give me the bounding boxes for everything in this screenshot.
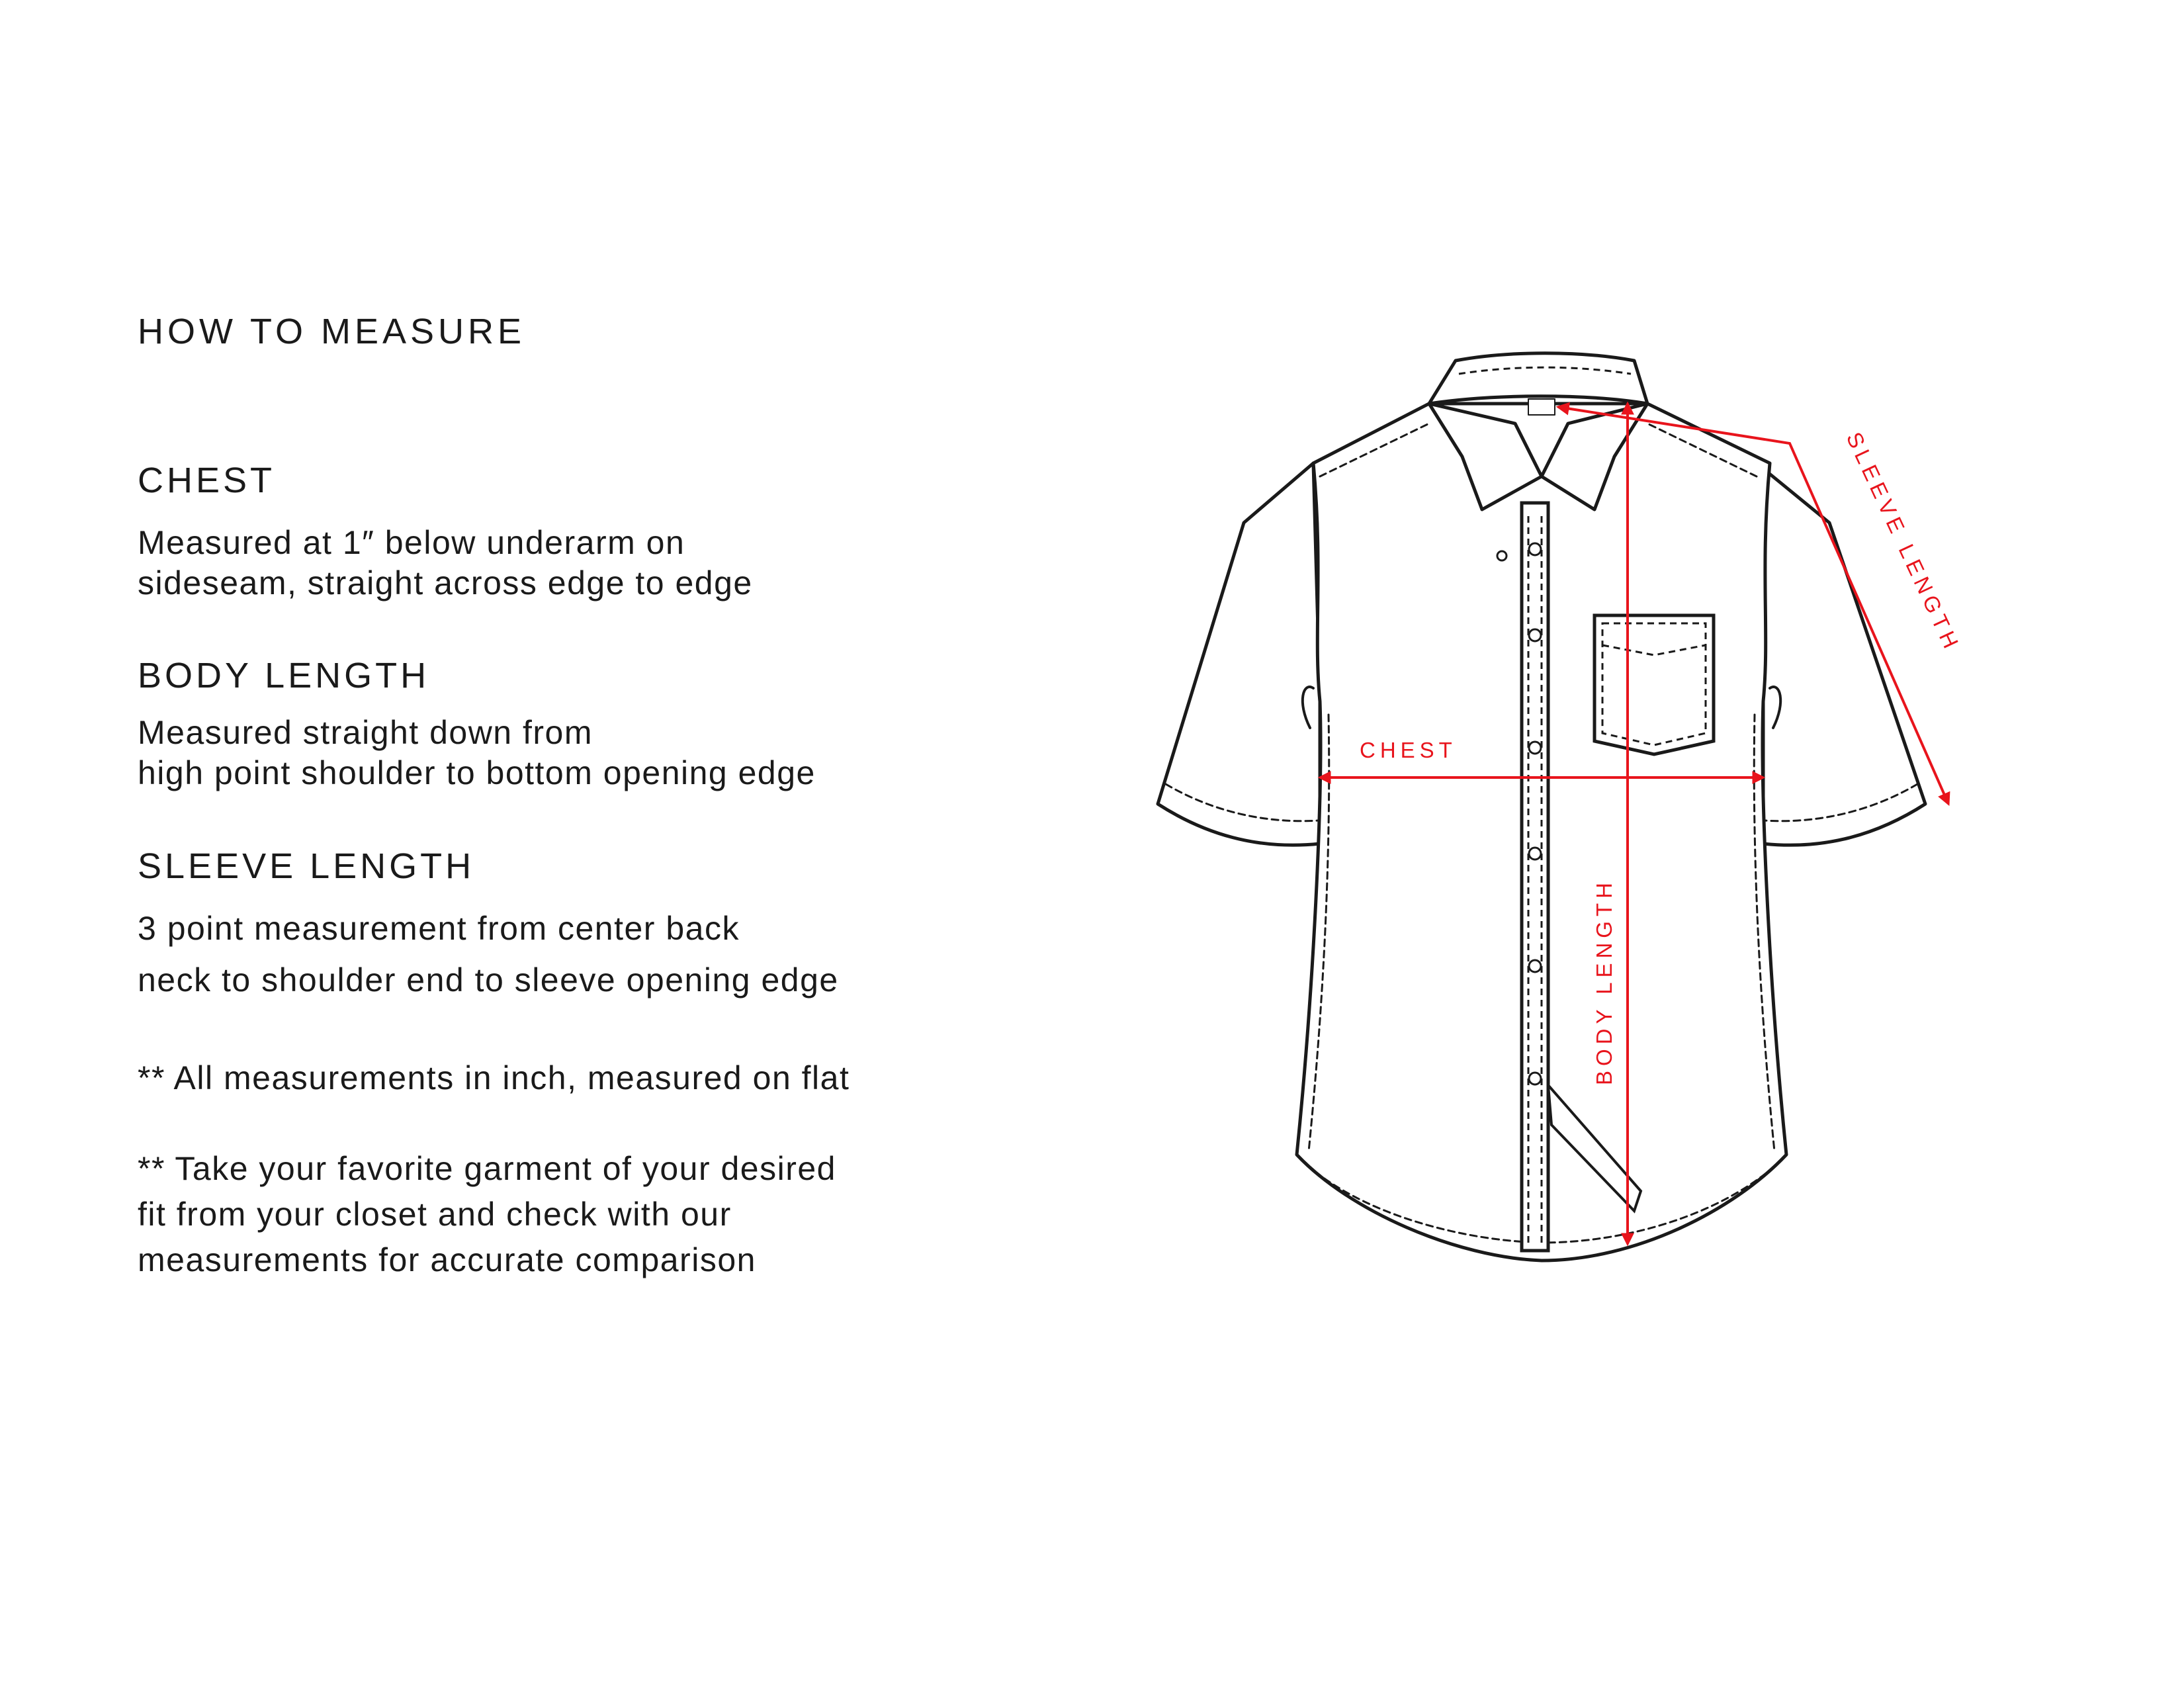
note-units: ** All measurements in inch, measured on… — [138, 1055, 850, 1101]
chest-heading: CHEST — [138, 461, 276, 500]
page-title: HOW TO MEASURE — [138, 312, 526, 351]
chest-label: CHEST — [1360, 738, 1457, 762]
measurement-lines — [1317, 401, 1950, 1247]
right-sleeve-hem — [1764, 783, 1919, 822]
pocket-icon — [1593, 613, 1716, 756]
sleeve-length-description: 3 point measurement from center back nec… — [138, 903, 839, 1006]
chest-description: Measured at 1″ below underarm on sidesea… — [138, 523, 753, 603]
collar-left-point — [1427, 402, 1544, 511]
body-length-description-line: high point shoulder to bottom opening ed… — [138, 754, 816, 791]
body-length-description-line: Measured straight down from — [138, 714, 593, 751]
sleeve-length-description-line: 3 point measurement from center back — [138, 910, 740, 947]
body-length-heading: BODY LENGTH — [138, 656, 430, 695]
body-length-description: Measured straight down from high point s… — [138, 713, 816, 793]
left-sleeve — [1156, 461, 1322, 847]
sleeve-length-heading: SLEEVE LENGTH — [138, 846, 475, 886]
front-flap — [1546, 1081, 1643, 1214]
chest-description-line: sideseam, straight across edge to edge — [138, 564, 753, 601]
collar-band — [1427, 351, 1649, 406]
shirt-measurement-diagram: CHEST BODY LENGTH SLEEVE LENGTH — [1156, 351, 1965, 1263]
body-length-label: BODY LENGTH — [1592, 878, 1616, 1085]
placket — [1520, 501, 1643, 1253]
note-line: ** Take your favorite garment of your de… — [138, 1150, 836, 1187]
chest-description-line: Measured at 1″ below underarm on — [138, 524, 685, 561]
note-line: measurements for accurate comparison — [138, 1241, 756, 1278]
sleeve-length-description-line: neck to shoulder end to sleeve opening e… — [138, 961, 839, 999]
note-line: ** All measurements in inch, measured on… — [138, 1059, 850, 1096]
left-underarm — [1301, 686, 1315, 729]
sleeve-length-measure-line — [1555, 402, 1950, 807]
collar-band-stitch — [1458, 366, 1632, 375]
note-line: fit from your closet and check with our — [138, 1196, 732, 1233]
note-comparison: ** Take your favorite garment of your de… — [138, 1146, 836, 1283]
button-icon — [1496, 542, 1542, 1086]
left-sleeve-hem — [1164, 783, 1319, 822]
collar-label — [1528, 398, 1555, 416]
